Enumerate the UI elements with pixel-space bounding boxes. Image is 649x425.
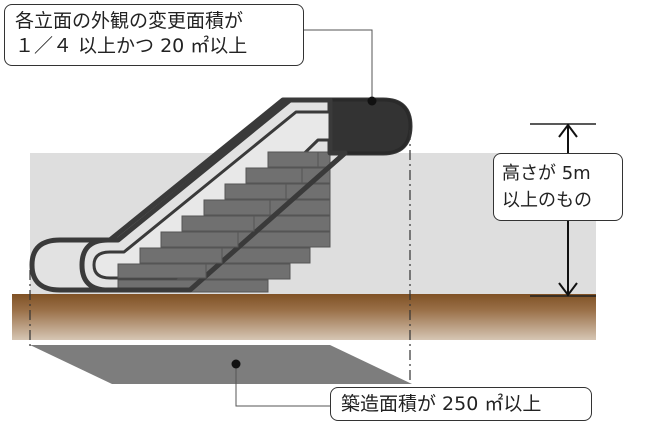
top-landing xyxy=(328,98,412,155)
step xyxy=(160,231,239,248)
height-callout-line2: 以上のもの xyxy=(502,190,592,211)
step xyxy=(245,167,303,184)
step xyxy=(224,183,287,200)
step xyxy=(181,215,255,232)
building-area-callout: 築造面積が 250 ㎡以上 xyxy=(330,387,592,421)
facade-callout-line1: 各立面の外観の変更面積が xyxy=(15,10,244,32)
step xyxy=(117,263,207,279)
step xyxy=(139,247,223,264)
height-callout: 高さが 5m 以上のもの xyxy=(493,153,623,221)
area-callout-text: 築造面積が 250 ㎡以上 xyxy=(341,393,542,415)
front-handrail xyxy=(79,97,348,293)
leader-dot-icon xyxy=(231,359,241,369)
escalator-steps-front xyxy=(117,151,319,279)
footprint-shadow xyxy=(30,345,412,384)
leader-facade xyxy=(300,29,373,100)
facade-callout-line2: １／４ 以上かつ 20 ㎡以上 xyxy=(15,35,248,57)
leader-dot-icon xyxy=(367,96,377,106)
step xyxy=(267,151,319,168)
step xyxy=(203,199,271,216)
leader-area xyxy=(235,364,330,407)
facade-change-callout: 各立面の外観の変更面積が １／４ 以上かつ 20 ㎡以上 xyxy=(4,4,304,66)
height-callout-line1: 高さが 5m xyxy=(502,163,591,184)
ground xyxy=(12,294,596,340)
